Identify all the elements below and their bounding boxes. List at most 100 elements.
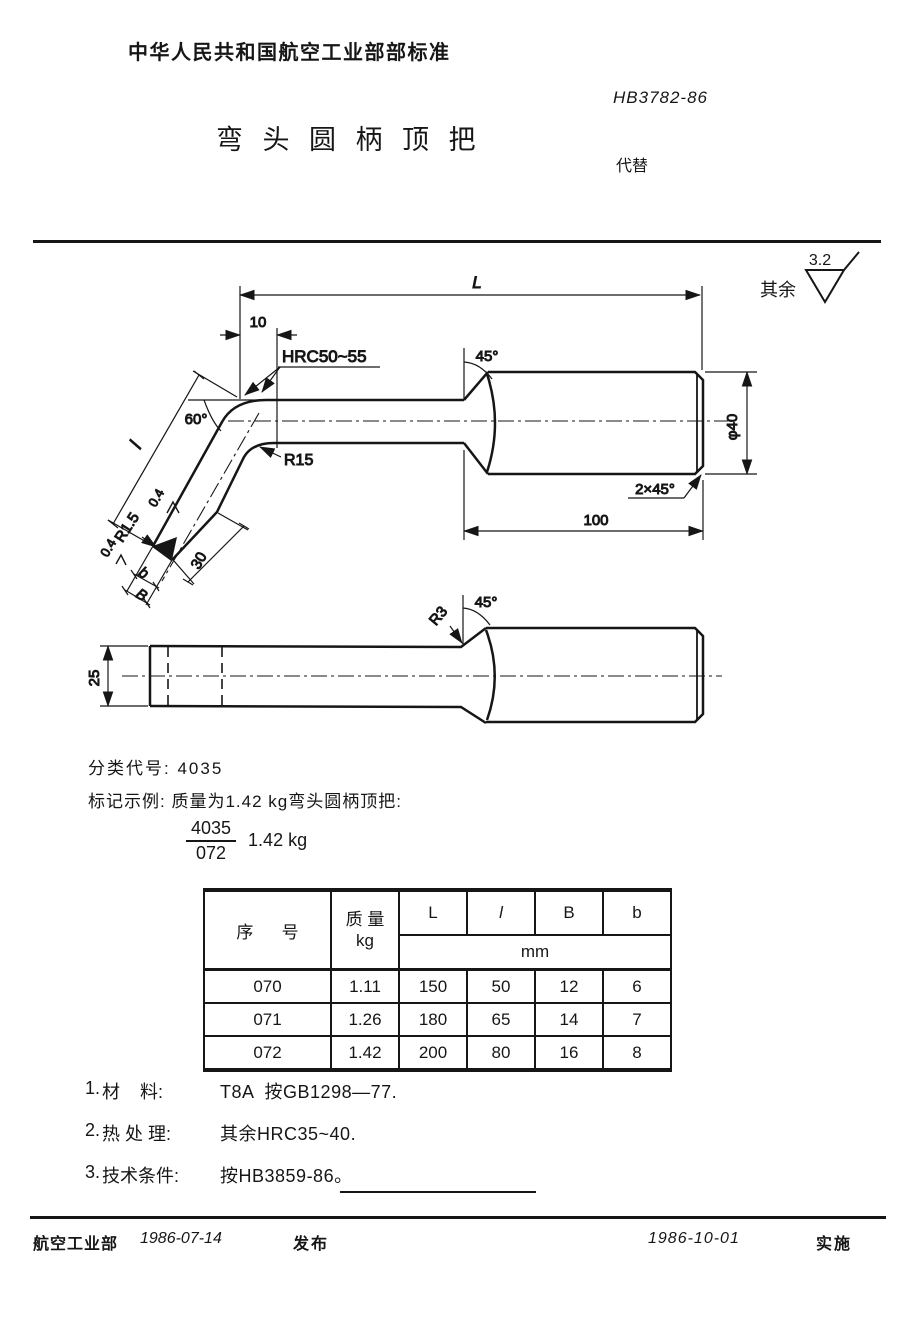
cell-sn: 071: [203, 1002, 332, 1037]
dim-label-100: 100: [583, 512, 608, 529]
note-value: 按HB3859-86。: [220, 1166, 353, 1186]
cell-mass: 1.11: [330, 968, 400, 1004]
replaces-label: 代替: [616, 158, 649, 175]
table-unit-row: mm: [204, 934, 672, 971]
col-header-B: B: [534, 889, 604, 936]
classification-value: 4035: [177, 759, 224, 778]
cell-l: 65: [466, 1002, 536, 1037]
dim-label-b: b: [135, 564, 151, 583]
marking-description: 质量为1.42 kg弯头圆柄顶把:: [171, 792, 402, 811]
footer-issuer: 航空工业部: [33, 1236, 119, 1253]
hardness-leader: [244, 366, 380, 396]
angle-60-lines: [188, 399, 262, 432]
fraction-denominator: 072: [196, 842, 227, 863]
top-view-drawing: L 10 HRC50~55 45° 60°: [97, 273, 757, 609]
roughness-check-b: [115, 553, 127, 566]
side-view-drawing: 25 R3 45°: [86, 594, 722, 725]
footer-publish-label: 发布: [293, 1236, 330, 1253]
chisel-tip-face: [153, 537, 177, 560]
note-technical-conditions: 3.技术条件: 按HB3859-86。: [85, 1162, 397, 1188]
roughness-check-a: [166, 500, 180, 514]
section-end-rule: [340, 1191, 536, 1193]
col-header-l: l: [466, 889, 536, 936]
cell-B: 12: [534, 968, 604, 1004]
surface-note-prefix: 其余: [760, 280, 796, 300]
note-label: 材 料:: [102, 1082, 164, 1102]
note-label: 热 处 理:: [102, 1124, 172, 1144]
cell-l: 50: [466, 968, 536, 1004]
marking-example-line: 标记示例: 质量为1.42 kg弯头圆柄顶把:: [88, 787, 402, 812]
angle-60-label: 60°: [185, 411, 208, 428]
note-number: 3.: [85, 1162, 101, 1182]
dim-dia40-lines: [705, 370, 757, 476]
note-label: 技术条件:: [102, 1166, 180, 1186]
surface-roughness-note: 其余 3.2: [760, 251, 860, 304]
note-material: 1.材 料:T8A 按GB1298—77.: [85, 1078, 397, 1104]
cell-b: 8: [602, 1035, 672, 1071]
r15-leader: [259, 446, 282, 459]
cell-B: 14: [534, 1002, 604, 1037]
cell-B: 16: [534, 1035, 604, 1071]
standard-authority-title: 中华人民共和国航空工业部部标准: [128, 42, 451, 64]
notes-section: 1.材 料:T8A 按GB1298—77. 2.热 处 理:其余HRC35~40…: [85, 1078, 397, 1204]
roughness-symbol-icon: [804, 269, 846, 304]
col-header-mass: 质 量 kg: [330, 889, 400, 971]
cell-mass: 1.26: [330, 1002, 400, 1037]
cell-L: 150: [398, 968, 468, 1004]
cell-L: 180: [398, 1002, 468, 1037]
dim-100-lines: [462, 450, 705, 540]
table-row: 071 1.26 180 65 14 7: [203, 1002, 672, 1037]
hidden-lines: [167, 647, 223, 706]
footer-divider: [30, 1216, 886, 1219]
col-header-serial: 序 号: [203, 889, 332, 971]
r1-5-leader: [141, 534, 157, 548]
marking-label: 标记示例:: [88, 792, 166, 811]
footer-implement-label: 实施: [816, 1236, 853, 1253]
cell-sn: 070: [203, 968, 332, 1004]
standard-number: HB3782-86: [613, 88, 709, 107]
dimension-table: 序 号 质 量 kg L l B b mm 070 1.11 150 50 12…: [203, 888, 672, 1072]
classification-line: 分类代号: 4035: [88, 754, 223, 779]
cell-b: 7: [602, 1002, 672, 1037]
note-number: 2.: [85, 1120, 101, 1140]
col-header-mass-unit: kg: [356, 931, 374, 950]
fraction-numerator: 4035: [186, 818, 237, 842]
dim-label-10: 10: [250, 314, 267, 331]
designation-mass: 1.42 kg: [248, 830, 308, 851]
part-outline: [151, 370, 705, 562]
r3-leader: [449, 625, 463, 644]
roughness-value: 3.2: [809, 252, 831, 269]
dim-L-lines: [238, 286, 703, 399]
cell-l: 80: [466, 1035, 536, 1071]
chamfer-leader: [628, 474, 702, 499]
table-header-row: 序 号 质 量 kg L l B b: [203, 889, 672, 971]
table-row: 070 1.11 150 50 12 6: [203, 968, 672, 1004]
cell-L: 200: [398, 1035, 468, 1071]
roughness-a-label: 0.4: [145, 486, 167, 509]
cell-sn: 072: [203, 1035, 332, 1071]
angle-45-lines: [463, 348, 493, 400]
side-angle-45-label: 45°: [475, 594, 498, 611]
footer-issue-date: 1986-07-14: [140, 1230, 222, 1247]
r15-label: R15: [284, 452, 313, 469]
col-header-L: L: [398, 889, 468, 936]
dim-bB-lines: [121, 545, 173, 609]
designation-fraction: 4035 072: [186, 818, 237, 863]
chamfer-label: 2×45°: [635, 481, 675, 498]
unit-cell: mm: [398, 934, 672, 971]
dim-label-30: 30: [188, 549, 211, 572]
technical-drawing: 其余 3.2 L: [86, 251, 860, 725]
side-angle-45-lines: [462, 595, 491, 646]
angle-45-label: 45°: [476, 348, 499, 365]
dim-10-lines: [220, 328, 297, 448]
classification-label: 分类代号:: [88, 759, 171, 778]
marking-designation: 4035 072 1.42 kg: [186, 818, 307, 863]
dim-label-l: l: [126, 438, 147, 453]
dim-label-dia40: φ40: [724, 414, 741, 440]
cell-mass: 1.42: [330, 1035, 400, 1071]
footer-implement-date: 1986-10-01: [648, 1230, 740, 1247]
col-header-b: b: [602, 889, 672, 936]
dim-label-L: L: [472, 273, 481, 292]
page-title: 弯 头 圆 柄 顶 把: [216, 125, 482, 155]
